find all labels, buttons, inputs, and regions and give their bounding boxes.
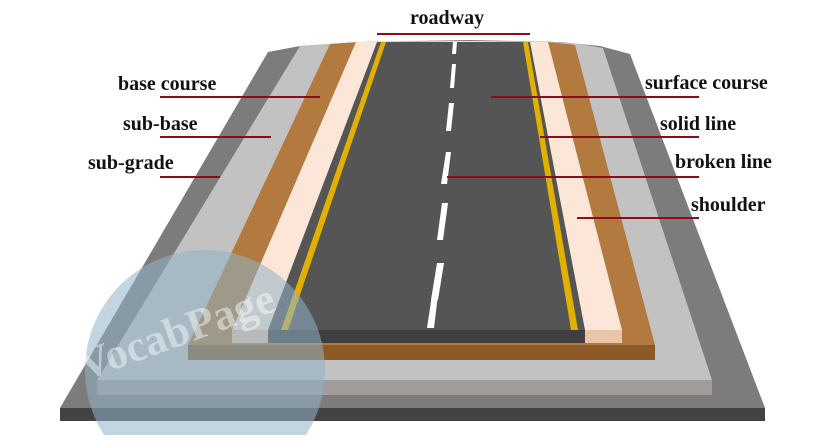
solid-lines: [281, 42, 578, 330]
watermark-circle: [85, 250, 325, 440]
leader-surface-course: [491, 96, 699, 98]
label-broken-line: broken line: [675, 151, 772, 173]
label-solid-line: solid line: [660, 113, 737, 135]
surface-course-layer: [268, 42, 585, 343]
label-shoulder: shoulder: [691, 194, 766, 216]
leader-sub-base: [160, 136, 271, 138]
leader-solid-line: [540, 136, 699, 138]
broken-line: [427, 42, 457, 328]
label-sub-grade: sub-grade: [88, 152, 174, 174]
label-sub-base: sub-base: [123, 113, 198, 135]
leader-shoulder: [577, 217, 699, 219]
label-surface-course: surface course: [645, 72, 768, 94]
label-roadway: roadway: [410, 7, 485, 29]
leader-broken-line: [447, 176, 699, 178]
leader-base-course: [160, 96, 320, 98]
label-base-course: base course: [118, 73, 217, 95]
leader-sub-grade: [160, 176, 220, 178]
leader-roadway: [377, 33, 530, 35]
